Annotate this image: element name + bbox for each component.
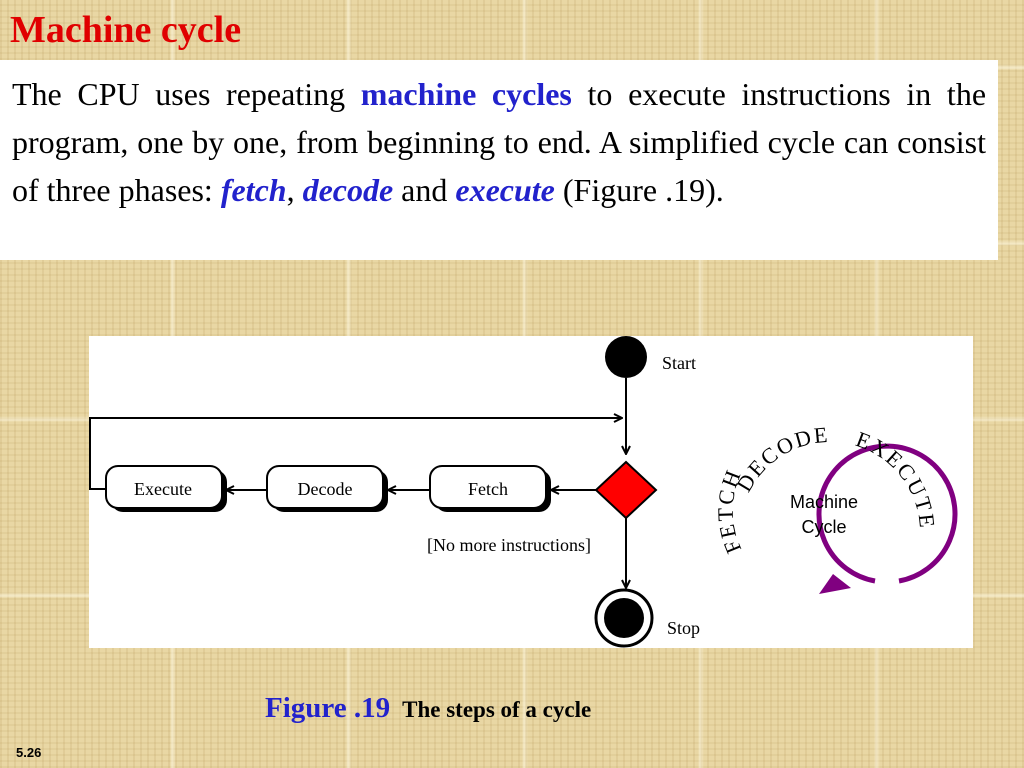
fetch-state-label: Fetch <box>468 479 508 499</box>
term-decode: decode <box>302 172 394 208</box>
figure-panel: Start Fetch Decode Execute [No more inst… <box>89 336 973 648</box>
stop-node-core <box>604 598 644 638</box>
start-label: Start <box>662 353 696 373</box>
para-and: and <box>393 172 456 208</box>
para-comma: , <box>286 172 303 208</box>
term-execute: execute <box>455 172 555 208</box>
para-text-3: (Figure .19). <box>554 172 724 208</box>
cycle-arrow <box>816 443 958 584</box>
cycle-word-fetch: FETCH <box>713 465 747 557</box>
figure-caption-text: The steps of a cycle <box>402 697 592 722</box>
slide-title: Machine cycle <box>10 9 242 51</box>
execute-state <box>105 465 223 509</box>
cycle-arrowhead <box>819 574 851 594</box>
start-node <box>605 336 647 378</box>
term-fetch: fetch <box>220 172 287 208</box>
guard-label: [No more instructions] <box>427 535 591 555</box>
figure-number: Figure .19 <box>265 692 391 724</box>
cycle-word-execute: EXECUTE <box>853 426 940 530</box>
term-machine-cycles: machine cycles <box>360 76 572 112</box>
intro-paragraph: The CPU uses repeating machine cycles to… <box>12 70 986 214</box>
execute-state-label: Execute <box>134 479 192 499</box>
decode-state <box>266 465 384 509</box>
text-box: The CPU uses repeating machine cycles to… <box>0 60 998 260</box>
para-text-2: to execute instructions in the program, … <box>12 76 987 208</box>
decode-state-label: Decode <box>298 479 353 499</box>
cycle-center-line1: Machine <box>790 492 858 512</box>
slide-number: 5.26 <box>16 745 42 760</box>
figure-caption: Figure .19 The steps of a cycle <box>265 692 591 725</box>
machine-cycle-diagram: Start Fetch Decode Execute [No more inst… <box>89 336 958 648</box>
para-text-1: The CPU uses repeating <box>12 76 361 112</box>
decision-node <box>594 460 658 520</box>
cycle-center-line2: Cycle <box>801 517 846 537</box>
cycle-word-decode: DECODE <box>731 422 830 496</box>
stop-label: Stop <box>667 618 700 638</box>
fetch-state <box>429 465 547 509</box>
loop-back-arrow <box>89 418 622 490</box>
